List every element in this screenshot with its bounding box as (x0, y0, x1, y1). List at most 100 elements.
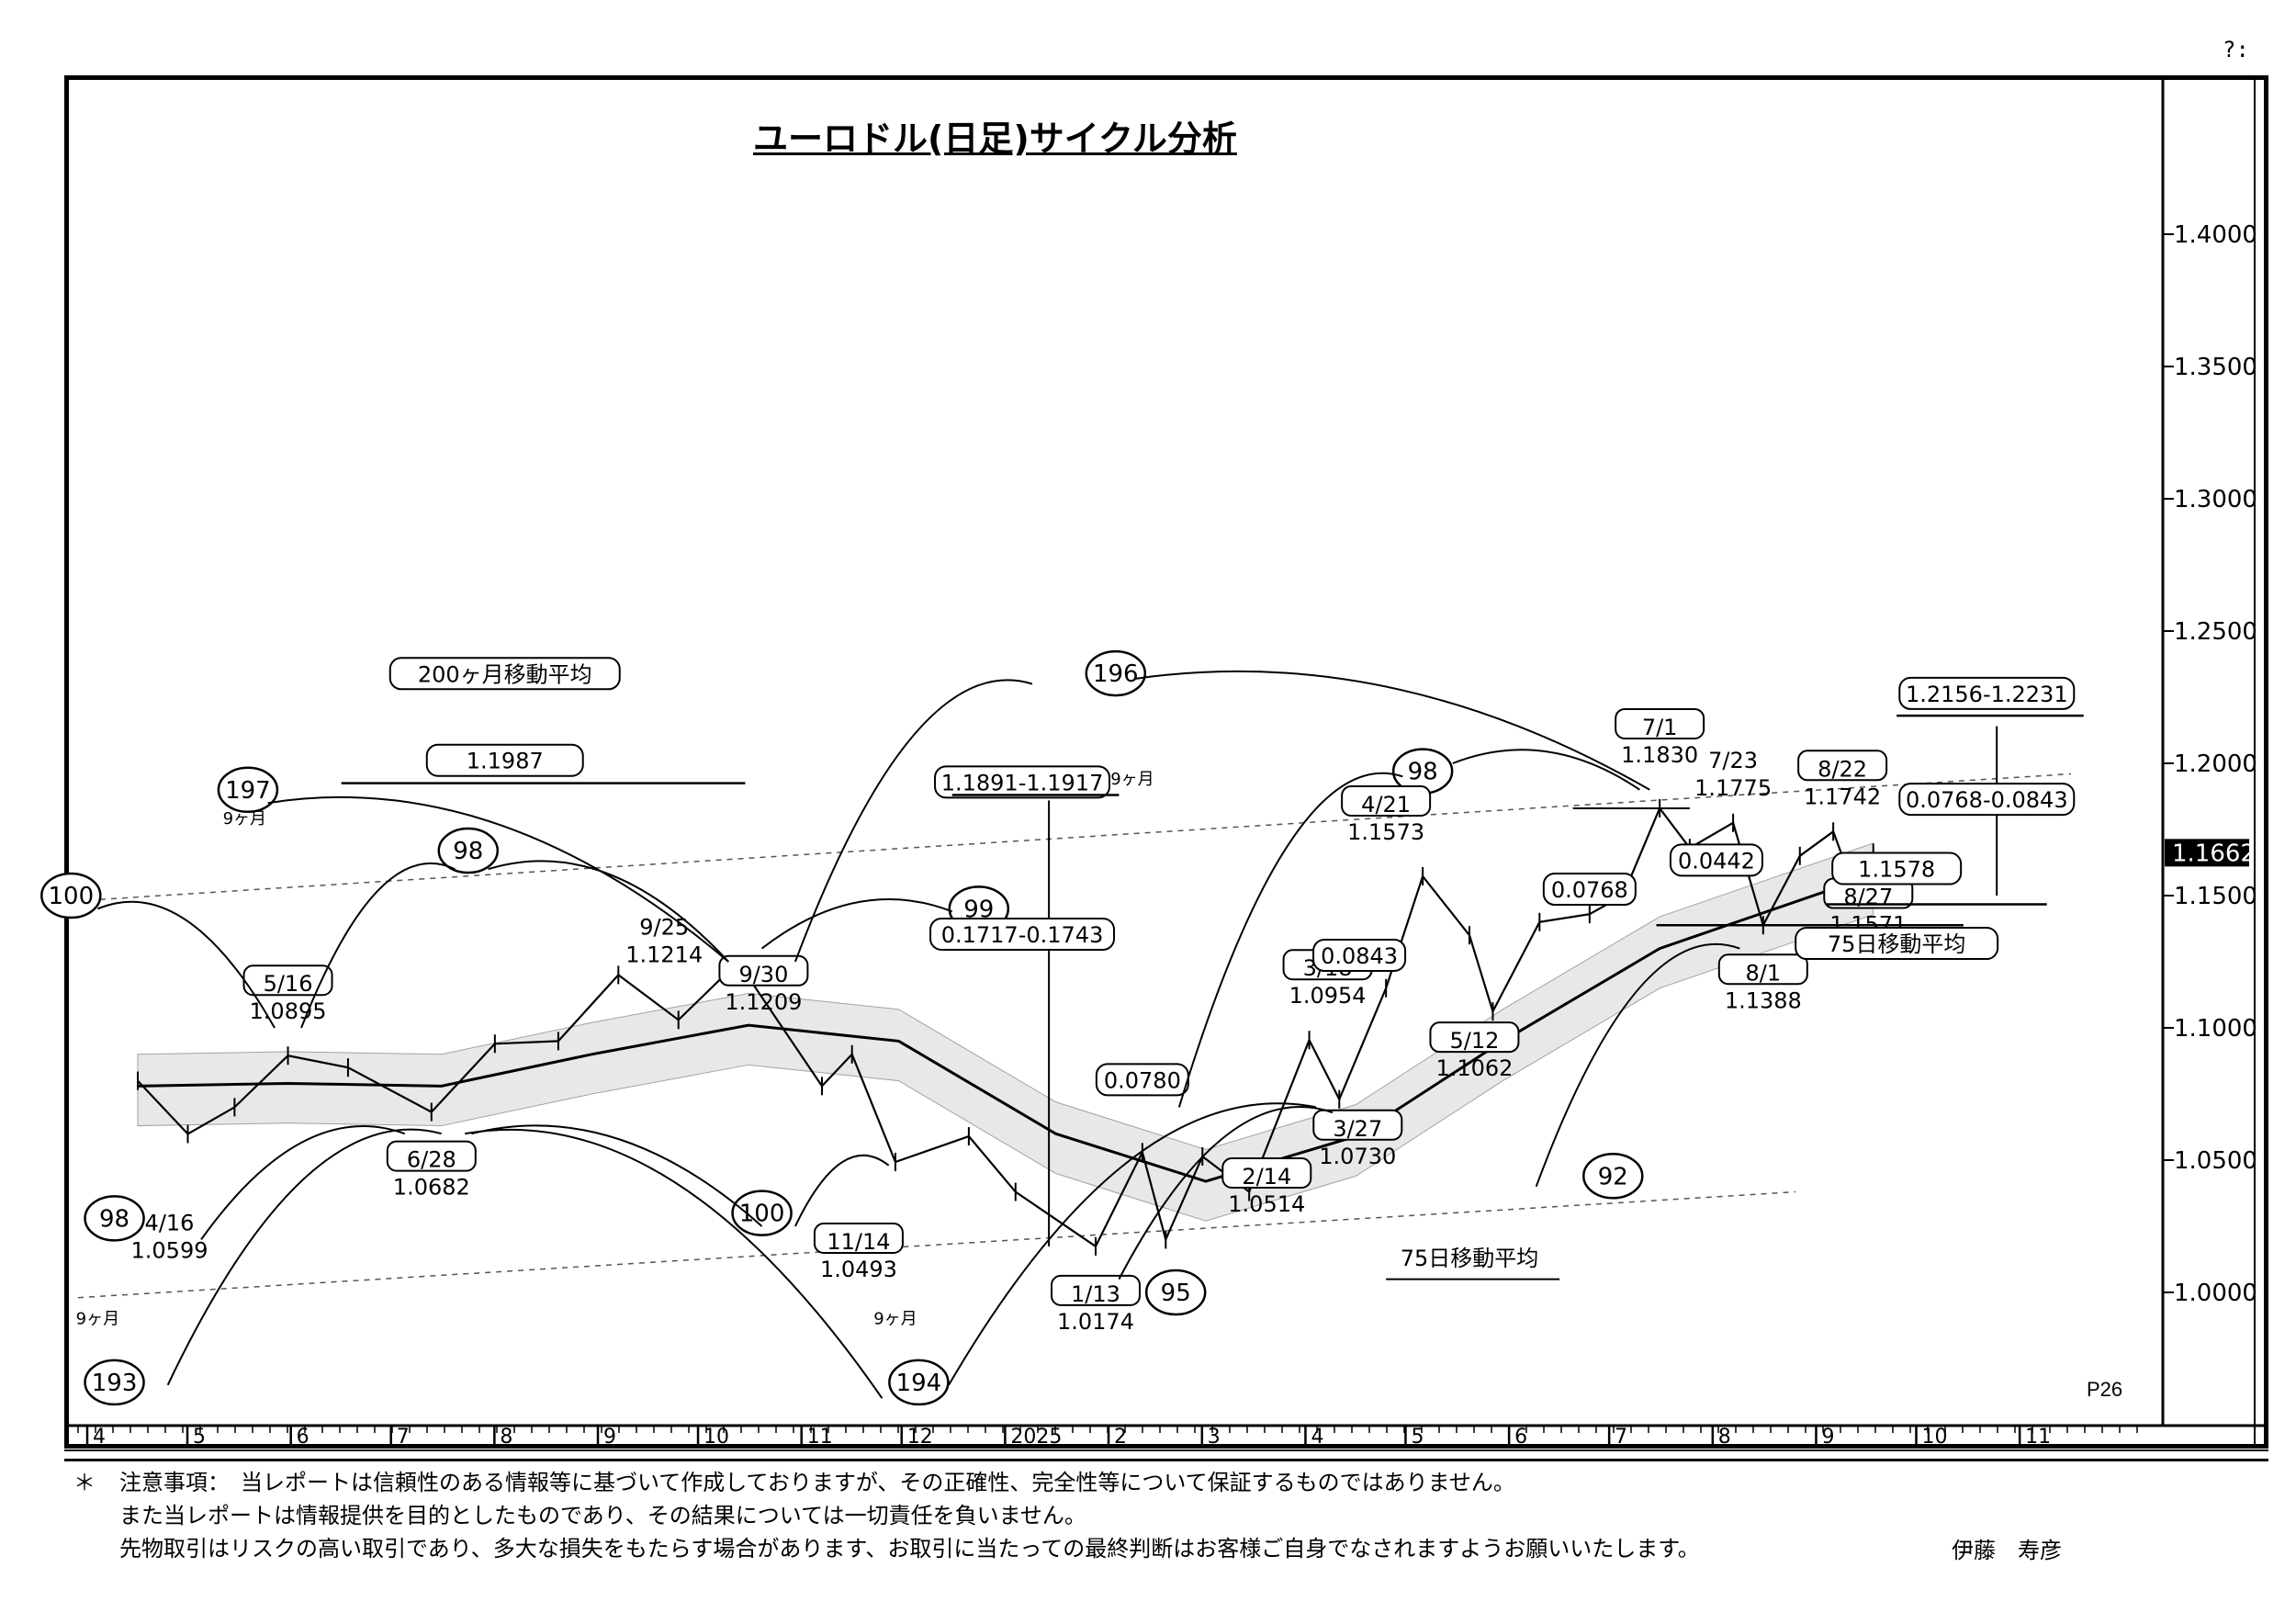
cycle-arc (97, 900, 276, 1029)
price-label-value: 1.0514 (1228, 1191, 1305, 1217)
y-tick-label: 1.4000 (2174, 221, 2257, 249)
y-tick-label: 1.0000 (2174, 1280, 2257, 1307)
price-label-box (1341, 784, 1432, 817)
price-label-box (1717, 953, 1808, 986)
cycle-label-circle (731, 1190, 793, 1236)
cycle-label-circle (84, 1359, 145, 1406)
price-label-date: 9/30 (738, 962, 788, 987)
author-name: 伊藤 寿彦 (1952, 1538, 2062, 1563)
target-range-2: 1.2156-1.2231 (1906, 682, 2068, 707)
price-label-value: 1.0599 (131, 1237, 208, 1263)
chart-frame: 1.4000 1.3500 1.3000 1.2500 1.2000 1.1500 1.10… (40, 75, 2268, 1449)
price-label-value: 1.0954 (1289, 983, 1367, 1009)
x-tick-label: 12 (907, 1426, 933, 1449)
x-tick-label: 7 (397, 1426, 410, 1449)
price-label-date: 7/1 (1642, 715, 1678, 740)
y-tick-label: 1.2000 (2174, 750, 2257, 778)
y-tick-label: 1.3000 (2174, 486, 2257, 513)
range-box-5: 0.0442 (1678, 848, 1755, 874)
price-label-value: 1.0895 (250, 998, 327, 1024)
disclaimer-line: 注意事項： 当レポートは信頼性のある情報等に基づいて作成しておりますが、その正確… (119, 1470, 1515, 1495)
cycle-label: 95 (1161, 1280, 1191, 1307)
ma200-label: 200ヶ月移動平均 (418, 661, 592, 687)
ma200-value-box (425, 743, 584, 777)
range-box-6: 0.0768-0.0843 (1906, 787, 2068, 813)
x-tick-label: 3 (1208, 1426, 1221, 1449)
price-label-value: 1.1388 (1725, 987, 1802, 1013)
page-number: P26 (2087, 1378, 2123, 1401)
range-box-4: 0.0768 (1551, 877, 1628, 903)
price-label-value: 1.0730 (1319, 1144, 1396, 1169)
price-label-date: 3/27 (1333, 1116, 1382, 1142)
price-label-date: 7/23 (1708, 748, 1758, 773)
price-label-value: 1.1775 (1694, 775, 1772, 801)
range-box-4-box (1542, 873, 1637, 906)
price-label-value: 1.1830 (1621, 742, 1698, 768)
current-price-label: 1.1662 (2172, 840, 2256, 867)
target-range-1: 1.1891-1.1917 (941, 770, 1104, 795)
x-tick-label: 2 (1114, 1426, 1127, 1449)
cycle-arc (1535, 943, 1740, 1188)
price-label-value: 1.1573 (1347, 819, 1424, 845)
cycle-label: 100 (48, 883, 94, 910)
price-label-date: 11/14 (827, 1229, 890, 1255)
separator-line (64, 1459, 2268, 1461)
x-tick-label: 10 (1921, 1426, 1947, 1449)
y-tick-label: 1.2500 (2174, 618, 2257, 646)
cycle-arc (760, 898, 953, 950)
price-label-date: 2/14 (1242, 1164, 1291, 1190)
price-label-value: 1.1742 (1804, 784, 1881, 809)
cycle-arc (794, 1154, 890, 1227)
price-label-date: 8/27 (1843, 885, 1893, 910)
ma75-label-box (1795, 927, 1999, 961)
cycle-label: 92 (1598, 1163, 1628, 1190)
corner-text: ?: (2223, 37, 2249, 62)
cycle-arc (267, 795, 729, 963)
y-tick-label: 1.3500 (2174, 354, 2257, 381)
ma75-value-box (1831, 851, 1963, 885)
y-tick-label: 1.0500 (2174, 1147, 2257, 1175)
note-marker: ＊ (73, 1470, 96, 1495)
range-box-5-box (1669, 843, 1763, 877)
range-box-3-box (1312, 939, 1407, 972)
target-range-2-box (1898, 676, 2076, 710)
ma200-value: 1.1987 (467, 749, 544, 774)
range-box-6-box (1898, 783, 2076, 817)
x-tick-label: 4 (1311, 1426, 1323, 1449)
price-label-date: 8/1 (1745, 960, 1781, 986)
cycle-arc (488, 860, 729, 963)
x-tick-label: 2025 (1010, 1426, 1062, 1449)
x-tick-label: 9 (1821, 1426, 1834, 1449)
cycle-label-circle (888, 1359, 950, 1406)
ma75-value: 1.1578 (1858, 857, 1935, 883)
cycle-label-circle (1582, 1153, 1644, 1200)
ma200-label-box (388, 657, 621, 691)
month-cycle-label: 9ヶ月 (76, 1310, 119, 1329)
x-tick-label: 11 (807, 1426, 833, 1449)
separator-line (64, 1449, 2268, 1451)
cycle-arc (1135, 670, 1650, 791)
cycle-label: 98 (1408, 759, 1438, 786)
month-cycle-label: 9ヶ月 (1110, 770, 1154, 789)
price-label-box (1050, 1274, 1141, 1306)
month-cycle-label: 9ヶ月 (873, 1310, 917, 1329)
y-tick-label: 1.1500 (2174, 883, 2257, 910)
x-tick-label: 6 (297, 1426, 310, 1449)
cycle-arc (793, 679, 1033, 963)
cycle-arc (166, 1128, 442, 1386)
cloud-band (137, 842, 1874, 1222)
range-box-1-box (929, 917, 1116, 951)
price-label-value: 1.1062 (1435, 1055, 1513, 1081)
cycle-label: 194 (896, 1370, 942, 1397)
x-tick-label: 7 (1615, 1426, 1627, 1449)
cycle-label-circle (1085, 649, 1147, 697)
cycle-label-circle (217, 766, 279, 814)
price-label-value: 1.1209 (725, 989, 802, 1015)
cycle-label: 193 (92, 1370, 138, 1397)
range-box-3: 0.0843 (1321, 943, 1398, 969)
price-label-box (1221, 1156, 1312, 1189)
range-box-2: 0.0780 (1104, 1067, 1181, 1093)
ma75-line (137, 874, 1874, 1183)
target-range-1-box (934, 765, 1111, 799)
x-tick-label: 5 (1411, 1426, 1424, 1449)
